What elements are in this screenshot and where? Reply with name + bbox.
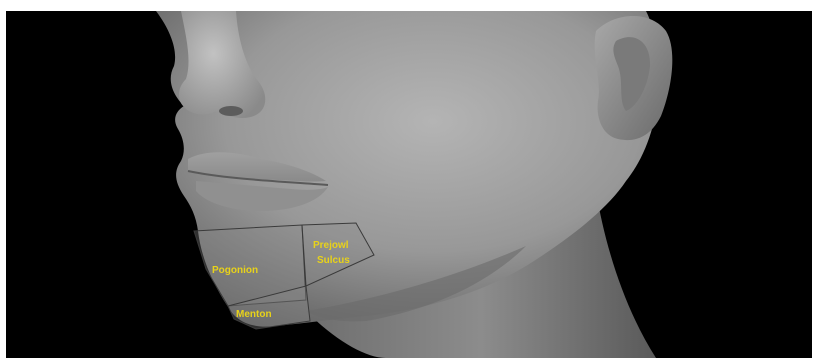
label-menton: Menton [236,309,272,320]
label-sulcus: Sulcus [317,255,350,266]
face-illustration: Pogonion Prejowl Sulcus Menton [6,11,812,358]
nostril [219,106,243,116]
label-pogonion: Pogonion [212,265,258,276]
illustration-frame: Pogonion Prejowl Sulcus Menton [6,11,812,358]
label-prejowl: Prejowl [313,240,349,251]
